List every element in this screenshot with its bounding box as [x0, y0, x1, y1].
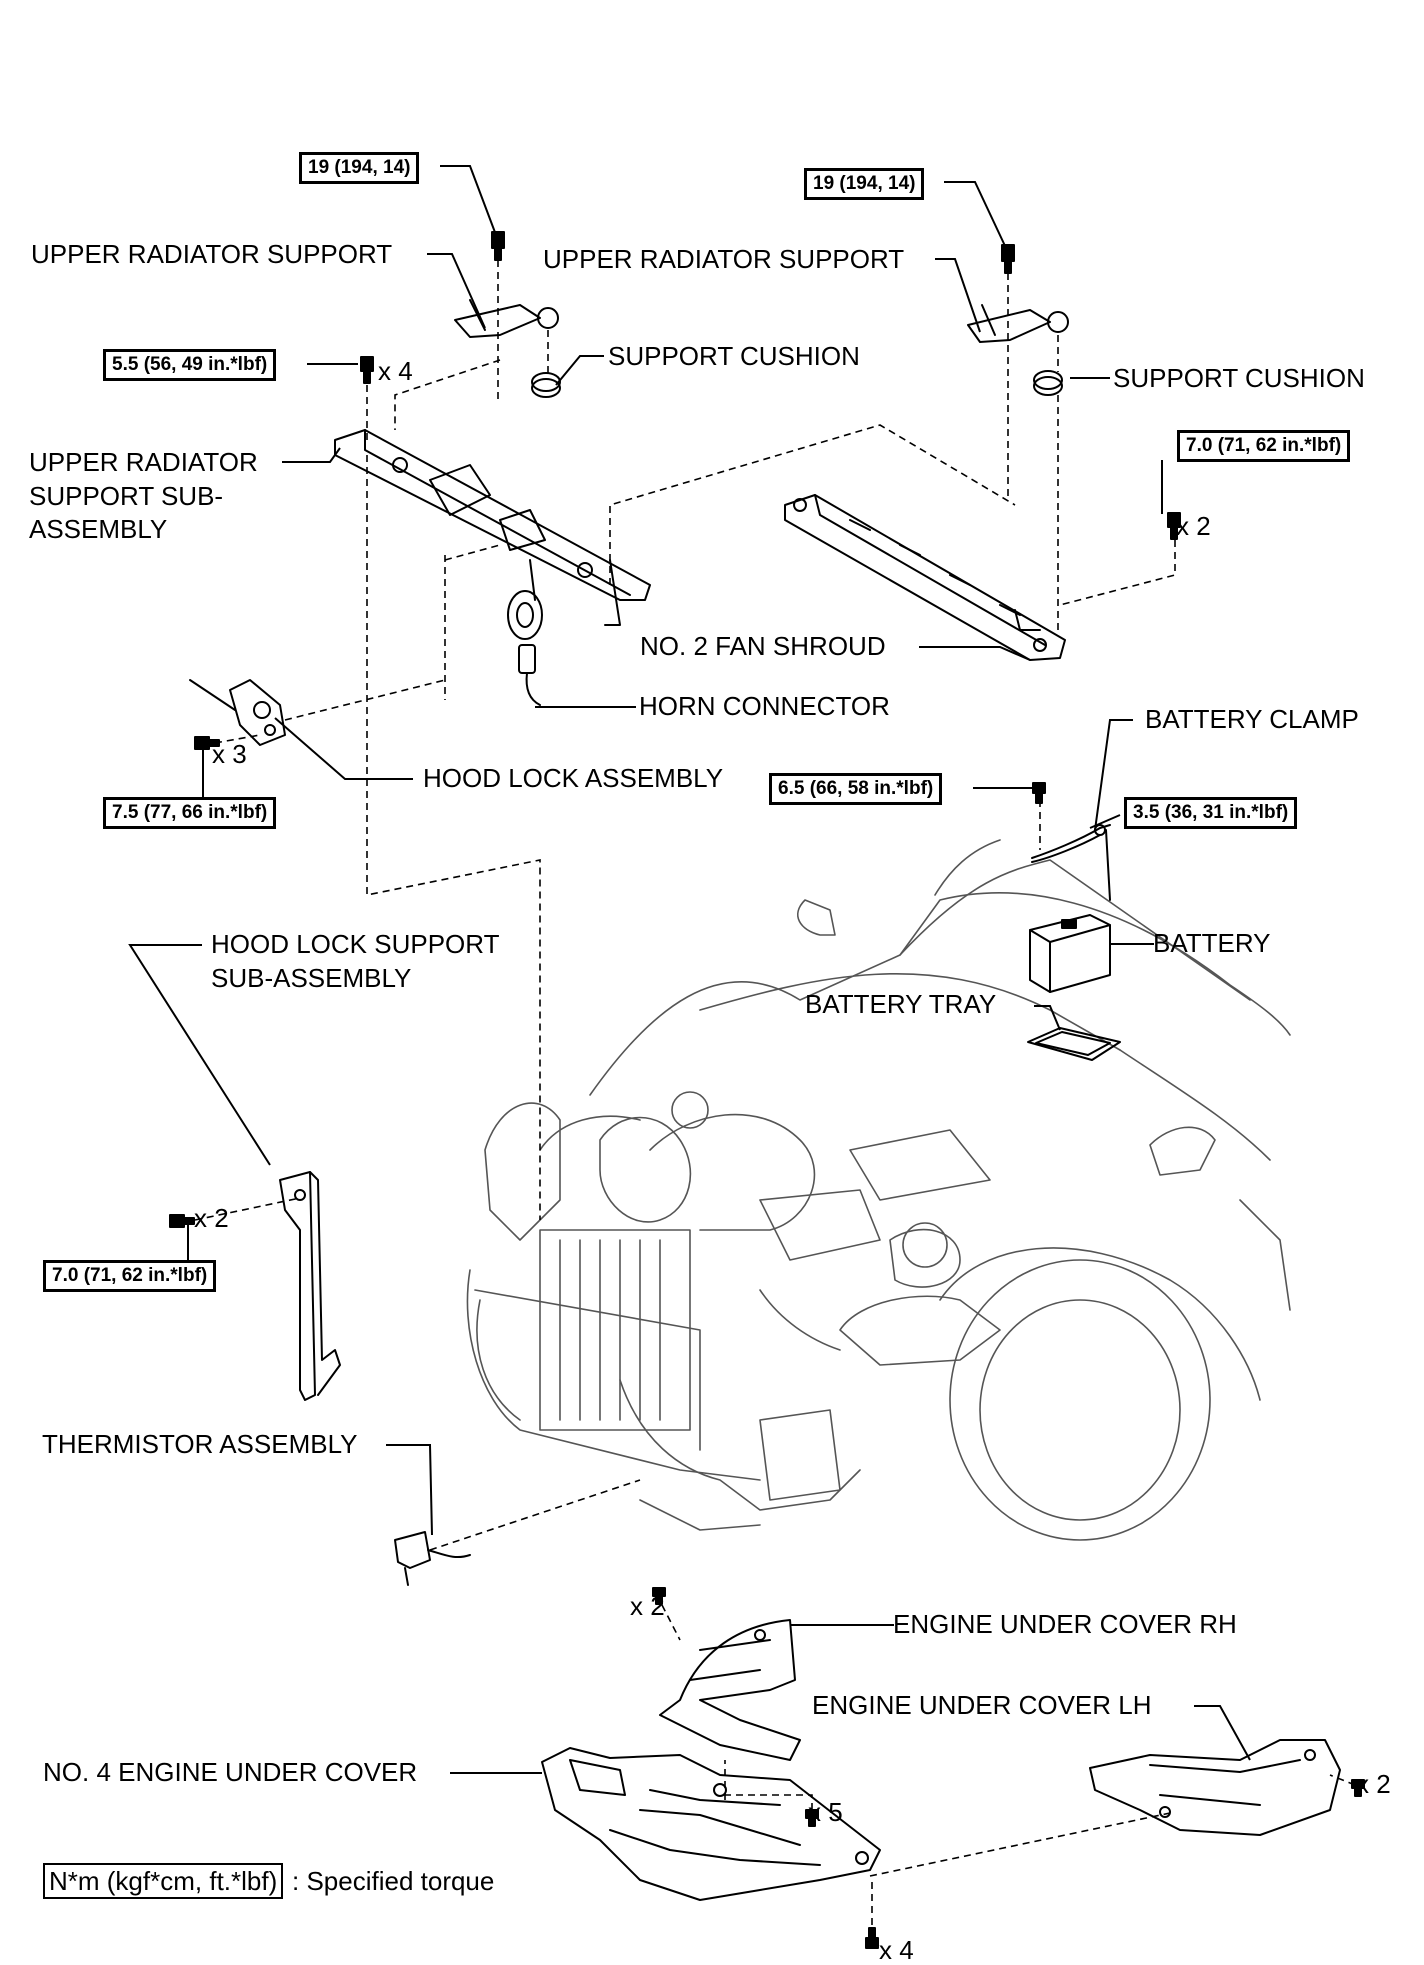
- label-battery-tray: BATTERY TRAY: [805, 989, 997, 1019]
- bolt-no4: [865, 1927, 879, 1949]
- support-cushion-left-part: [531, 372, 561, 392]
- bolt-sub-assembly: [360, 356, 374, 384]
- label-hood-lock-support-line2: SUB-ASSEMBLY: [211, 963, 412, 993]
- label-upper-radiator-support-sub-line1: UPPER RADIATOR: [29, 447, 258, 477]
- label-engine-under-cover-lh: ENGINE UNDER COVER LH: [812, 1690, 1152, 1720]
- support-cushion-right-part: [1033, 370, 1063, 390]
- label-horn-connector: HORN CONNECTOR: [639, 691, 890, 721]
- no4-engine-under-cover-part: [541, 1747, 881, 1901]
- torque-box-battery-clamp-bolt: 6.5 (66, 58 in.*lbf): [769, 773, 943, 805]
- torque-box-hood-lock-support: 7.0 (71, 62 in.*lbf): [43, 1260, 217, 1292]
- qty-fan-shroud-bolts: x 2: [1176, 511, 1211, 541]
- upper-radiator-support-left-part: [454, 299, 559, 338]
- qty-no4-cover-clips: x 5: [808, 1797, 843, 1827]
- bolt-fan-shroud: [1167, 512, 1181, 540]
- label-upper-radiator-support-left: UPPER RADIATOR SUPPORT: [31, 239, 393, 269]
- label-support-cushion-right: SUPPORT CUSHION: [1113, 363, 1365, 393]
- hood-lock-support-part: [279, 1171, 341, 1401]
- no2-fan-shroud-part: [784, 494, 1066, 661]
- torque-box-hood-lock: 7.5 (77, 66 in.*lbf): [103, 797, 277, 829]
- torque-box-upper-support-right: 19 (194, 14): [804, 168, 925, 200]
- clip-rh: [652, 1587, 666, 1605]
- battery-tray-part: [1027, 1027, 1121, 1061]
- qty-hood-lock-bolts: x 3: [212, 739, 247, 769]
- label-hood-lock-assembly: HOOD LOCK ASSEMBLY: [423, 763, 724, 793]
- hood-lock-assembly-part: [189, 679, 286, 746]
- label-support-cushion-left: SUPPORT CUSHION: [608, 341, 860, 371]
- label-no4-engine-under-cover: NO. 4 ENGINE UNDER COVER: [43, 1757, 418, 1787]
- upper-radiator-support-right-part: [967, 304, 1069, 343]
- upper-radiator-support-beam-part: [334, 429, 651, 626]
- label-battery-clamp: BATTERY CLAMP: [1145, 704, 1359, 734]
- bolt-battery-clamp: [1032, 782, 1046, 804]
- bolt-upper-left: [491, 231, 505, 261]
- label-engine-under-cover-rh: ENGINE UNDER COVER RH: [893, 1609, 1237, 1639]
- qty-lh-cover-clips: x 2: [1356, 1769, 1391, 1799]
- qty-hood-lock-support-bolts: x 2: [194, 1203, 229, 1233]
- label-upper-radiator-support-sub-line3: ASSEMBLY: [29, 514, 168, 544]
- label-hood-lock-support-line1: HOOD LOCK SUPPORT: [211, 929, 500, 959]
- label-upper-radiator-support-right: UPPER RADIATOR SUPPORT: [543, 244, 905, 274]
- label-thermistor-assembly: THERMISTOR ASSEMBLY: [42, 1429, 358, 1459]
- torque-box-sub-assembly: 5.5 (56, 49 in.*lbf): [103, 349, 277, 381]
- legend-description: : Specified torque: [292, 1866, 495, 1896]
- battery-part: [1029, 914, 1111, 993]
- torque-box-fan-shroud: 7.0 (71, 62 in.*lbf): [1177, 430, 1351, 462]
- bolt-upper-right: [1001, 244, 1015, 274]
- bolt-hood-lock-support: [169, 1214, 195, 1228]
- label-no2-fan-shroud: NO. 2 FAN SHROUD: [640, 631, 886, 661]
- label-upper-radiator-support-sub-line2: SUPPORT SUB-: [29, 481, 224, 511]
- torque-box-battery-clamp-nut: 3.5 (36, 31 in.*lbf): [1124, 797, 1298, 829]
- qty-sub-assembly-bolts: x 4: [378, 356, 413, 386]
- legend-torque-unit-box: N*m (kgf*cm, ft.*lbf): [43, 1863, 284, 1899]
- horn-connector-part: [518, 644, 541, 706]
- thermistor-assembly-part: [394, 1531, 471, 1586]
- qty-rh-cover-clips: x 2: [630, 1591, 665, 1621]
- battery-clamp-part: [1031, 824, 1111, 901]
- horn-part: [507, 559, 543, 640]
- torque-box-upper-support-left: 19 (194, 14): [299, 152, 420, 184]
- engine-under-cover-lh-part: [1089, 1739, 1341, 1836]
- qty-no4-cover-bolts: x 4: [879, 1935, 914, 1965]
- label-battery: BATTERY: [1153, 928, 1271, 958]
- engine-under-cover-rh-part: [659, 1619, 801, 1761]
- vehicle-front-outline: [466, 839, 1291, 1541]
